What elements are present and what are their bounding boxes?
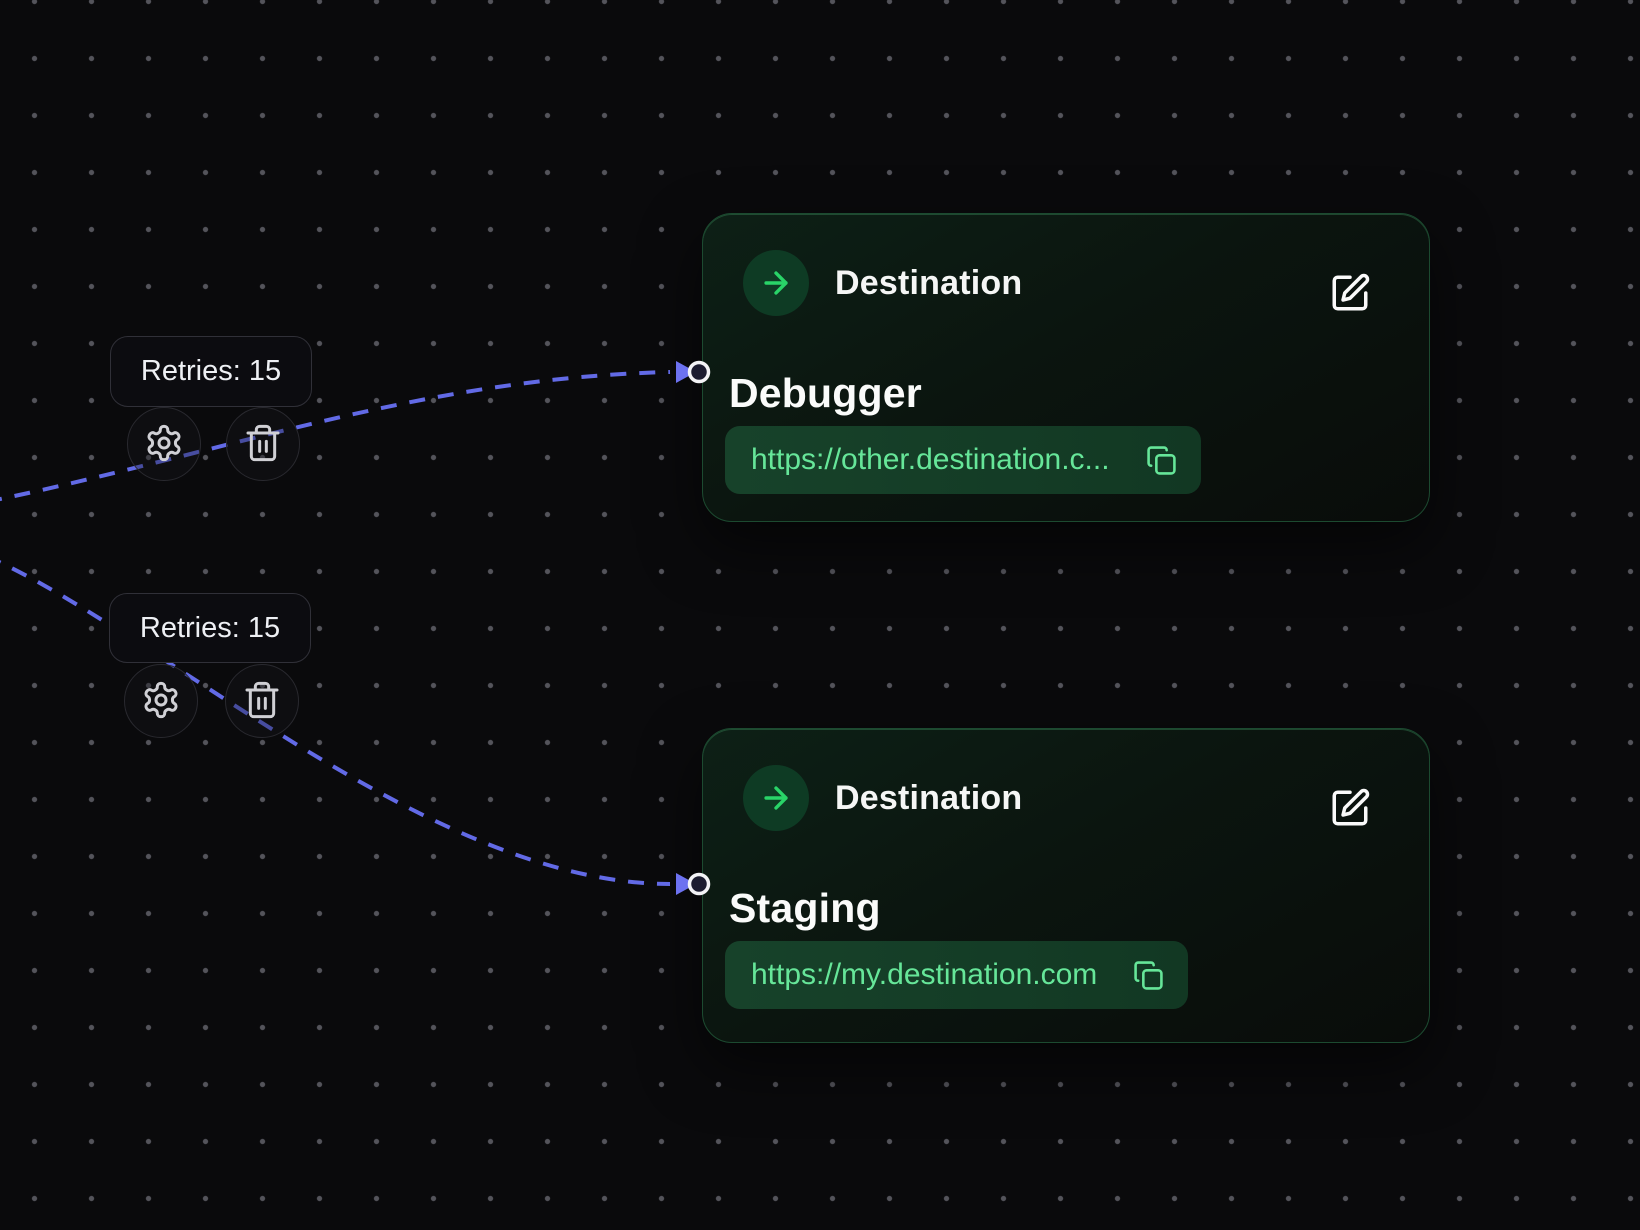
arrow-right-icon — [743, 250, 809, 316]
retries-label: Retries: 15 — [140, 355, 282, 387]
node-header: Destination — [727, 250, 1405, 316]
edit-node-button[interactable] — [1329, 787, 1371, 829]
edge-settings-button[interactable] — [127, 407, 201, 481]
node-type-label: Destination — [835, 778, 1023, 817]
copy-icon[interactable] — [1146, 445, 1177, 476]
edge-arrowhead-icon — [676, 873, 696, 895]
destination-node-debugger[interactable]: Destination Debugger https://other.desti… — [702, 213, 1430, 522]
gear-icon — [141, 680, 181, 723]
square-pen-icon — [1329, 788, 1371, 832]
gear-icon — [144, 423, 184, 466]
destination-url: https://my.destination.com — [751, 958, 1098, 991]
retries-badge: Retries: 15 — [110, 336, 312, 407]
edit-node-button[interactable] — [1329, 272, 1371, 314]
node-header: Destination — [727, 765, 1405, 831]
copy-icon[interactable] — [1133, 960, 1164, 991]
destination-node-staging[interactable]: Destination Staging https://my.destinati… — [702, 728, 1430, 1043]
edge-settings-button[interactable] — [124, 664, 198, 738]
retries-badge: Retries: 15 — [109, 593, 311, 663]
destination-url: https://other.destination.c... — [751, 443, 1110, 476]
square-pen-icon — [1329, 273, 1371, 317]
destination-url-pill[interactable]: https://other.destination.c... — [725, 426, 1201, 494]
edge-arrowhead-icon — [676, 361, 696, 383]
node-name: Staging — [729, 885, 881, 931]
node-name: Debugger — [729, 370, 922, 416]
node-type-label: Destination — [835, 263, 1023, 302]
retries-label: Retries: 15 — [139, 611, 281, 644]
edge-to-staging[interactable] — [0, 556, 671, 886]
arrow-right-icon — [743, 765, 809, 831]
destination-url-pill[interactable]: https://my.destination.com — [725, 941, 1189, 1009]
trash-icon — [242, 680, 282, 723]
trash-icon — [243, 423, 283, 466]
edge-to-debugger[interactable] — [0, 370, 671, 502]
edge-delete-button[interactable] — [226, 407, 300, 481]
edge-delete-button[interactable] — [225, 664, 299, 738]
